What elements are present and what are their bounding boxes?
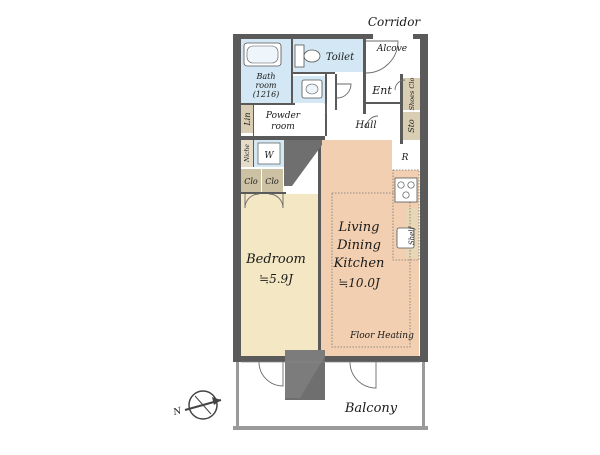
linen-label: Lin [243,112,252,126]
closet-left [241,169,261,192]
bedroom-floor [241,194,320,356]
corridor-label: Corridor [368,15,422,29]
bathroom-label-3: (1216) [253,90,280,99]
powder-room-label-2: room [271,122,295,132]
ldk-label-1: Living [338,220,380,235]
kitchen-dotted-outline [392,169,420,261]
bathroom-label-2: room [255,81,276,90]
bathtub-icon [243,42,282,67]
stove-icon [394,177,418,203]
storage-closet [403,112,420,140]
closet-label-2: Clo [265,177,279,186]
powder-room-label-1: Powder [265,111,301,121]
bedroom-label: Bedroom [245,252,306,267]
entrance-label: Ent [371,84,392,97]
closet-label-1: Clo [244,177,258,186]
niche [241,140,253,167]
floor-heating-label: Floor Heating [349,331,414,341]
toilet-label: Toilet [326,52,355,63]
toilet-icon [294,44,321,68]
balcony-side-left [236,362,239,426]
shoes-closet-label: Shoes Clo [408,78,416,111]
hall-label: Hall [354,120,376,131]
balcony-side-right [422,362,425,426]
bathroom-label-1: Bath [255,72,275,81]
washer-icon [257,142,281,165]
door-swings [244,40,406,389]
ldk-size-label: ≒10.0J [338,276,381,290]
alcove-label: Alcove [376,44,407,54]
column-center [284,140,322,186]
entrance-floor [367,78,400,102]
north-label: N [171,406,183,418]
closet-right [262,169,283,192]
balcony-railing [233,426,428,430]
balcony-floor [241,363,420,426]
ldk-label-2: Dining [336,238,381,253]
linen-closet [241,105,253,133]
balcony-label: Balcony [344,401,398,416]
compass-icon [184,390,222,420]
sink-icon [301,79,323,99]
walls [233,34,428,362]
shoes-closet [403,78,420,110]
floor-heating-outline [331,192,411,348]
storage-label: Sto [407,119,416,133]
hall-floor [335,110,400,140]
niche-label: Niche [244,144,251,163]
kitchen-sink-icon [396,227,415,249]
shelf-label: Shelf [408,225,416,245]
refrigerator-space [392,142,419,168]
washer-label: W [264,151,274,161]
kitchen-floor-lower [392,260,419,356]
ldk-label-3: Kitchen [333,256,385,271]
refrigerator-label: R [401,153,409,163]
bedroom-size-label: ≒5.9J [259,272,294,286]
